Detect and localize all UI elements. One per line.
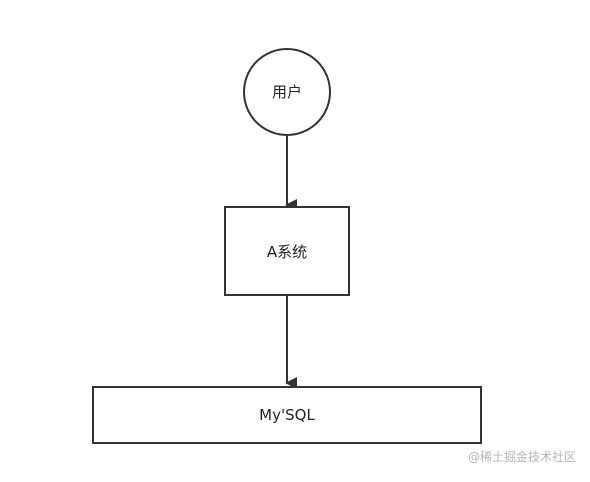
system-a-node: A系统 [224,206,350,296]
mysql-box [92,386,482,444]
mysql-label: My'SQL [259,406,315,424]
user-label: 用户 [272,83,302,101]
system-a-label: A系统 [267,243,307,261]
watermark-text: @稀土掘金技术社区 [467,450,576,464]
user-node: 用户 [243,48,331,136]
system-a-box [224,206,350,296]
mysql-node: My'SQL [92,386,482,444]
